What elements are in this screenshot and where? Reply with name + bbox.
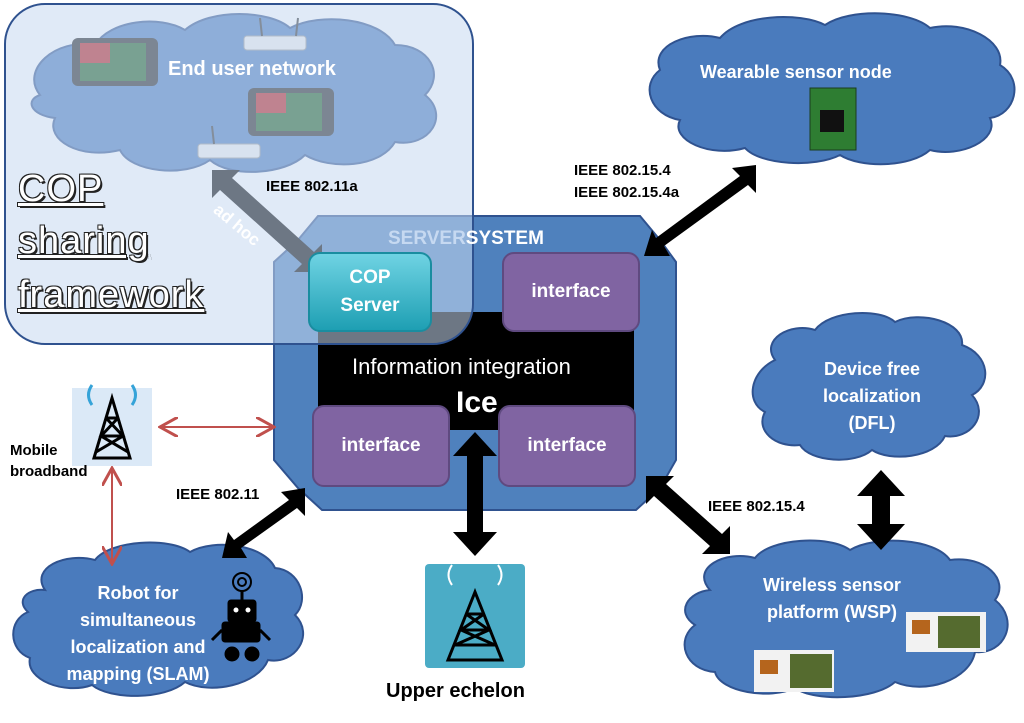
arrow-robot (222, 488, 305, 558)
dfl-line3: (DFL) (848, 413, 896, 433)
robot-label: Robot for simultaneous localization and … (56, 580, 220, 688)
end-user-network-label: End user network (168, 58, 336, 80)
arrow-dfl-wsp (857, 470, 905, 550)
server-system-title: SERVERSYSTEM (388, 228, 544, 250)
cop-server-box[interactable]: COP Server (308, 252, 432, 332)
wsp-label: Wireless sensor platform (WSP) (744, 572, 920, 626)
cop-title-line1: COP (18, 168, 104, 210)
arrow-wearable (644, 165, 756, 256)
cop-server-line2: Server (340, 295, 400, 316)
robot-line1: Robot for (97, 583, 179, 603)
robot-icon (210, 572, 272, 662)
dfl-cloud (751, 312, 987, 461)
mobile-tower-icon (87, 384, 137, 460)
mobile-broadband-label: Mobile broadband (10, 440, 88, 482)
link-label-ieee-802154-wsp: IEEE 802.15.4 (708, 498, 805, 515)
dfl-line1: Device free (823, 359, 921, 379)
dfl-line2: localization (822, 386, 921, 406)
ice-label: Ice (456, 386, 498, 419)
tower-icon (445, 564, 505, 662)
cop-server-line1: COP (349, 267, 391, 288)
server-title-a: SERVER (388, 228, 466, 249)
robot-line4: mapping (SLAM) (66, 664, 210, 684)
link-label-ieee-802154: IEEE 802.15.4 (574, 162, 671, 179)
interface-box-right[interactable]: interface (498, 405, 636, 487)
arrow-wsp (646, 476, 730, 554)
sensor-board-icon (809, 87, 857, 151)
cop-title-line3: framework (18, 274, 205, 316)
dfl-label: Device free localization (DFL) (800, 356, 944, 437)
wsp-line1: Wireless sensor (763, 575, 901, 595)
sensor-board-icon (754, 650, 834, 692)
arrow-upper-echelon (453, 432, 497, 556)
upper-echelon-icon-bg (425, 564, 525, 668)
wsp-line2: platform (WSP) (767, 602, 897, 622)
mobile-line2: broadband (10, 463, 88, 480)
interface-box-top[interactable]: interface (502, 252, 640, 332)
mobile-line1: Mobile (10, 442, 58, 459)
info-integration-label: Information integration (352, 354, 571, 379)
upper-echelon-label: Upper echelon (386, 680, 525, 702)
cop-title-line2: sharing (18, 220, 150, 262)
robot-line3: localization and (70, 637, 206, 657)
link-label-ieee-802154a: IEEE 802.15.4a (574, 184, 680, 201)
interface-box-left[interactable]: interface (312, 405, 450, 487)
robot-line2: simultaneous (79, 610, 197, 630)
link-label-ieee-80211: IEEE 802.11 (176, 486, 260, 503)
sensor-board-icon (906, 612, 986, 652)
wearable-label: Wearable sensor node (700, 62, 892, 82)
server-title-b: SYSTEM (465, 228, 544, 249)
link-label-ieee-80211a: IEEE 802.11a (266, 178, 358, 195)
